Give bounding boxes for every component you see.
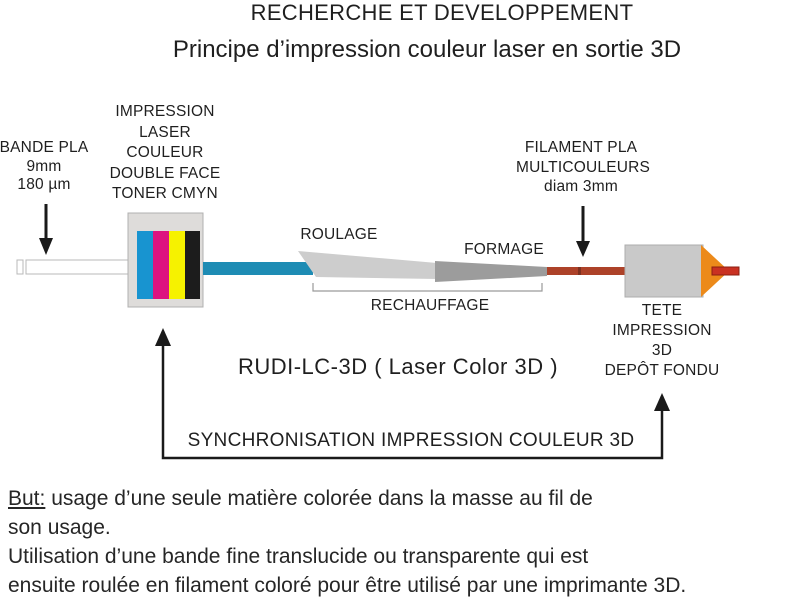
paragraph-line: But: usage d’une seule matière colorée d… (8, 484, 786, 513)
paragraph-line: Utilisation d’une bande fine translucide… (8, 545, 589, 568)
page-title: RECHERCHE ET DEVELOPPEMENT (250, 0, 634, 25)
filament-joint (578, 267, 581, 275)
roulage-label: ROULAGE (300, 226, 378, 243)
formage-taper (435, 261, 547, 282)
laser-label-line: TONER CMYN (112, 185, 218, 202)
toner-stripe-yellow (169, 231, 185, 299)
filament-rod (547, 267, 625, 275)
rechauffage-label: RECHAUFFAGE (370, 297, 490, 314)
laser-printer-label: IMPRESSION LASER COULEUR DOUBLE FACE TON… (90, 102, 240, 205)
bande-pla-line: 9mm (26, 157, 62, 175)
roulage-wedge (298, 251, 437, 279)
print-head-label: TETE IMPRESSION 3D DEPÔT FONDU (597, 301, 727, 381)
toner-stripe-cyan (137, 231, 153, 299)
page-subtitle: Principe d’impression couleur laser en s… (172, 36, 682, 63)
print-head-label-line: 3D (651, 342, 673, 359)
toner-stripe-magenta (153, 231, 169, 299)
print-head-block (624, 244, 704, 298)
down-arrow-icon (39, 204, 53, 255)
laser-label-line: LASER (139, 123, 191, 141)
sync-label: SYNCHRONISATION IMPRESSION COULEUR 3D (187, 430, 635, 451)
up-arrow-icon (654, 393, 670, 411)
pla-band-end-cap (16, 259, 24, 275)
extruded-filament-stub (711, 266, 740, 276)
bande-pla-line: BANDE PLA (0, 139, 89, 156)
formage-label: FORMAGE (464, 241, 544, 258)
sync-connector-arrows (155, 328, 670, 460)
laser-label-line: DOUBLE FACE (109, 164, 221, 182)
laser-label-line: COULEUR (126, 144, 204, 161)
system-name-label: RUDI-LC-3D ( Laser Color 3D ) (237, 354, 559, 379)
but-label: But: (8, 487, 46, 510)
up-arrow-icon (155, 328, 171, 346)
description-paragraph: But: usage d’une seule matière colorée d… (8, 484, 786, 600)
paragraph-line: son usage. (8, 516, 111, 539)
filament-label-line: diam 3mm (544, 178, 618, 195)
paragraph-text: usage d’une seule matière colorée dans l… (45, 487, 593, 510)
toner-stripe-black (185, 231, 200, 299)
bande-pla-label: BANDE PLA 9mm 180 µm (0, 139, 94, 195)
laser-label-line: IMPRESSION (115, 103, 215, 120)
pla-band-white (25, 259, 138, 275)
down-arrow-icon (576, 206, 590, 257)
filament-label: FILAMENT PLA MULTICOULEURS diam 3mm (516, 138, 651, 197)
filament-label-line: FILAMENT PLA (524, 139, 638, 156)
print-head-label-line: IMPRESSION (612, 322, 712, 339)
filament-label-line: MULTICOULEURS (516, 158, 651, 176)
print-head-label-line: TETE (641, 302, 683, 319)
rechauffage-bracket (312, 283, 543, 292)
bande-pla-line: 180 µm (17, 176, 71, 194)
paragraph-line: ensuite roulée en filament coloré pour ê… (8, 574, 687, 597)
print-head-label-line: DEPÔT FONDU (604, 362, 720, 379)
printed-band-teal (203, 262, 313, 275)
